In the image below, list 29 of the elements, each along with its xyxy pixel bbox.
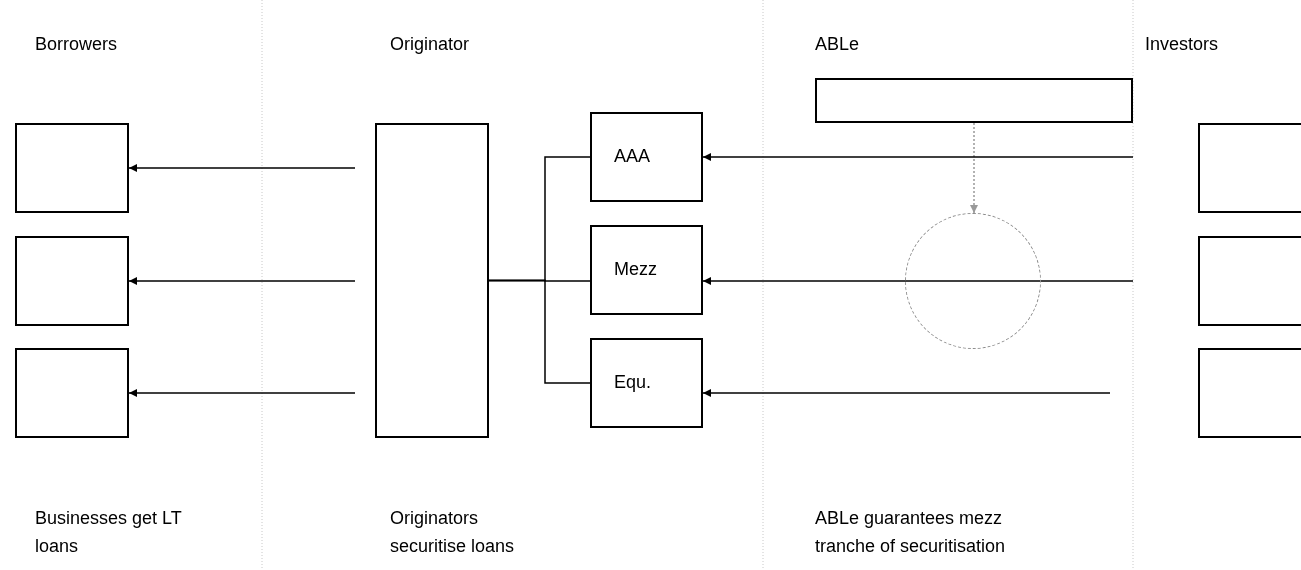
arrow	[128, 164, 356, 172]
empty-box	[1198, 348, 1301, 438]
empty-box	[815, 78, 1133, 123]
arrow	[128, 277, 356, 285]
empty-box	[1198, 236, 1301, 326]
column-heading: Borrowers	[35, 33, 119, 56]
tranche-label: Equ.	[614, 372, 652, 394]
empty-box	[375, 123, 489, 438]
tranche-box	[590, 338, 703, 428]
arrow	[702, 389, 1111, 397]
column-heading: Investors	[1145, 33, 1220, 56]
arrow	[970, 122, 978, 214]
arrow	[128, 389, 356, 397]
tranche-label: Mezz	[614, 259, 657, 281]
empty-box	[15, 236, 129, 326]
empty-box	[15, 123, 129, 213]
column-caption: ABLe guarantees mezz tranche of securitisation	[815, 507, 1007, 558]
bracket-line	[488, 279, 591, 384]
tranche-box	[590, 225, 703, 315]
empty-box	[1198, 123, 1301, 213]
arrow	[702, 277, 1134, 285]
column-caption: Originators securitise loans	[390, 507, 516, 558]
column-heading: ABLe	[815, 33, 861, 56]
tranche-box	[590, 112, 703, 202]
tranche-label: AAA	[614, 146, 651, 168]
column-caption: Businesses get LT loans	[35, 507, 183, 558]
empty-box	[15, 348, 129, 438]
column-heading: Originator	[390, 33, 471, 56]
arrow	[702, 153, 1134, 161]
